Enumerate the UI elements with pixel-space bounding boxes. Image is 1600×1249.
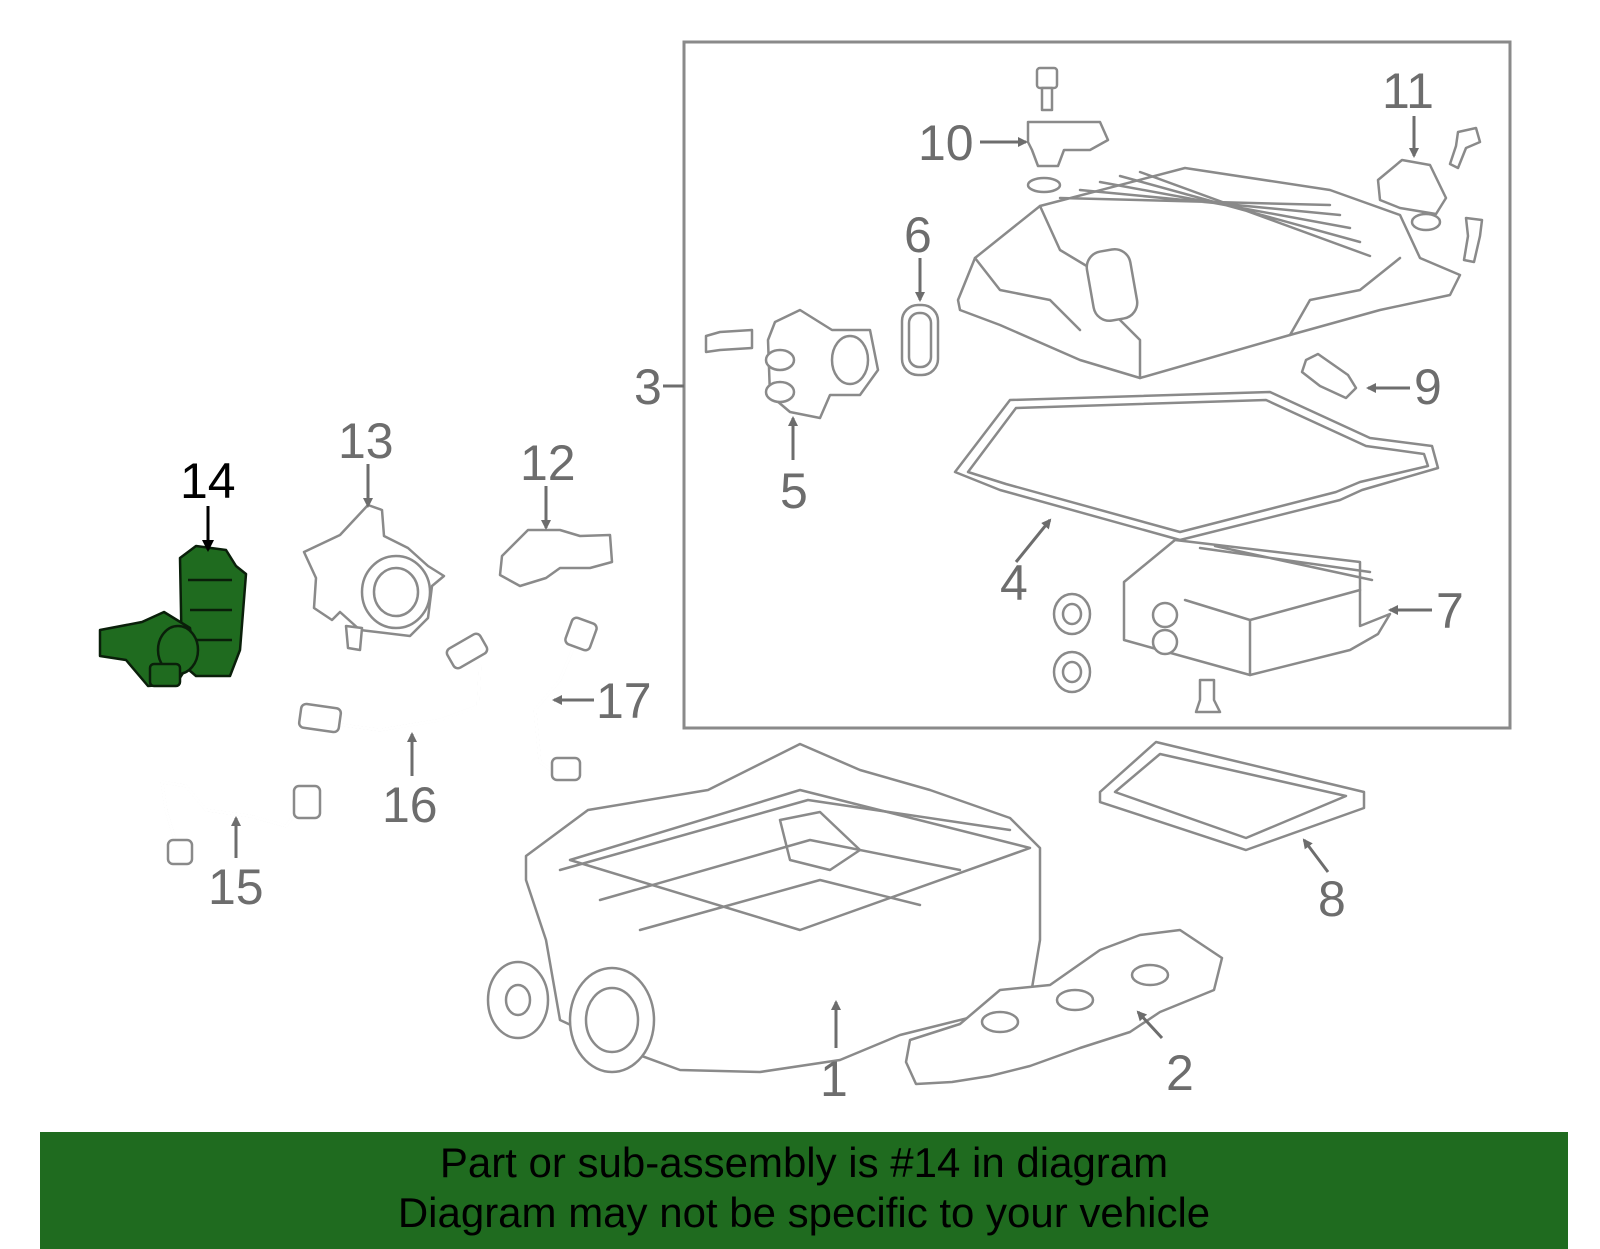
part-5-valve[interactable] [704,308,880,420]
callout-1[interactable]: 1 [820,1051,848,1107]
callout-17[interactable]: 17 [596,673,652,729]
part-14-solenoid-highlighted[interactable] [98,544,248,688]
callout-15[interactable]: 15 [208,859,264,915]
part-15-hose[interactable] [160,780,322,866]
callout-11[interactable]: 11 [1382,63,1434,119]
callout-5[interactable]: 5 [780,463,808,519]
parts-diagram: 1 2 3 4 5 6 7 8 9 10 11 12 13 14 15 16 1… [98,40,1512,1107]
callout-10[interactable]: 10 [918,115,974,171]
callout-9[interactable]: 9 [1414,359,1442,415]
banner-line-2: Diagram may not be specific to your vehi… [397,1189,1211,1236]
part-7-intercooler[interactable] [1052,538,1392,714]
callout-6[interactable]: 6 [904,207,932,263]
callout-16[interactable]: 16 [382,777,438,833]
part-16-hose[interactable] [297,632,489,734]
part-4-gasket[interactable] [953,390,1440,542]
callout-2[interactable]: 2 [1166,1045,1194,1101]
part-10-sensor[interactable] [1026,66,1110,194]
callout-3[interactable]: 3 [634,359,662,415]
supercharger-lid[interactable] [956,166,1462,380]
part-1-housing[interactable] [486,742,1042,1074]
leader-8 [1302,838,1330,873]
leader-2 [1136,1010,1164,1040]
callout-8[interactable]: 8 [1318,871,1346,927]
part-17-hose[interactable] [533,616,598,782]
callout-12[interactable]: 12 [520,435,576,491]
callout-13[interactable]: 13 [338,413,394,469]
part-12-bracket[interactable] [498,528,614,588]
banner-line-1: Part or sub-assembly is #14 in diagram [439,1139,1169,1186]
info-banner: Part or sub-assembly is #14 in diagram D… [40,1132,1568,1249]
leader-4 [1014,518,1052,563]
callout-7[interactable]: 7 [1436,583,1464,639]
callout-14[interactable]: 14 [180,453,236,509]
part-13-valve[interactable] [302,503,446,652]
part-6-seal[interactable] [900,303,940,377]
part-6-seal-inner [907,311,933,369]
part-9-sensor[interactable] [1300,352,1358,400]
part-2-gasket[interactable] [904,928,1224,1086]
callout-4[interactable]: 4 [1000,555,1028,611]
part-11-sensor[interactable] [1376,126,1484,264]
part-8-gasket[interactable] [1098,740,1366,852]
